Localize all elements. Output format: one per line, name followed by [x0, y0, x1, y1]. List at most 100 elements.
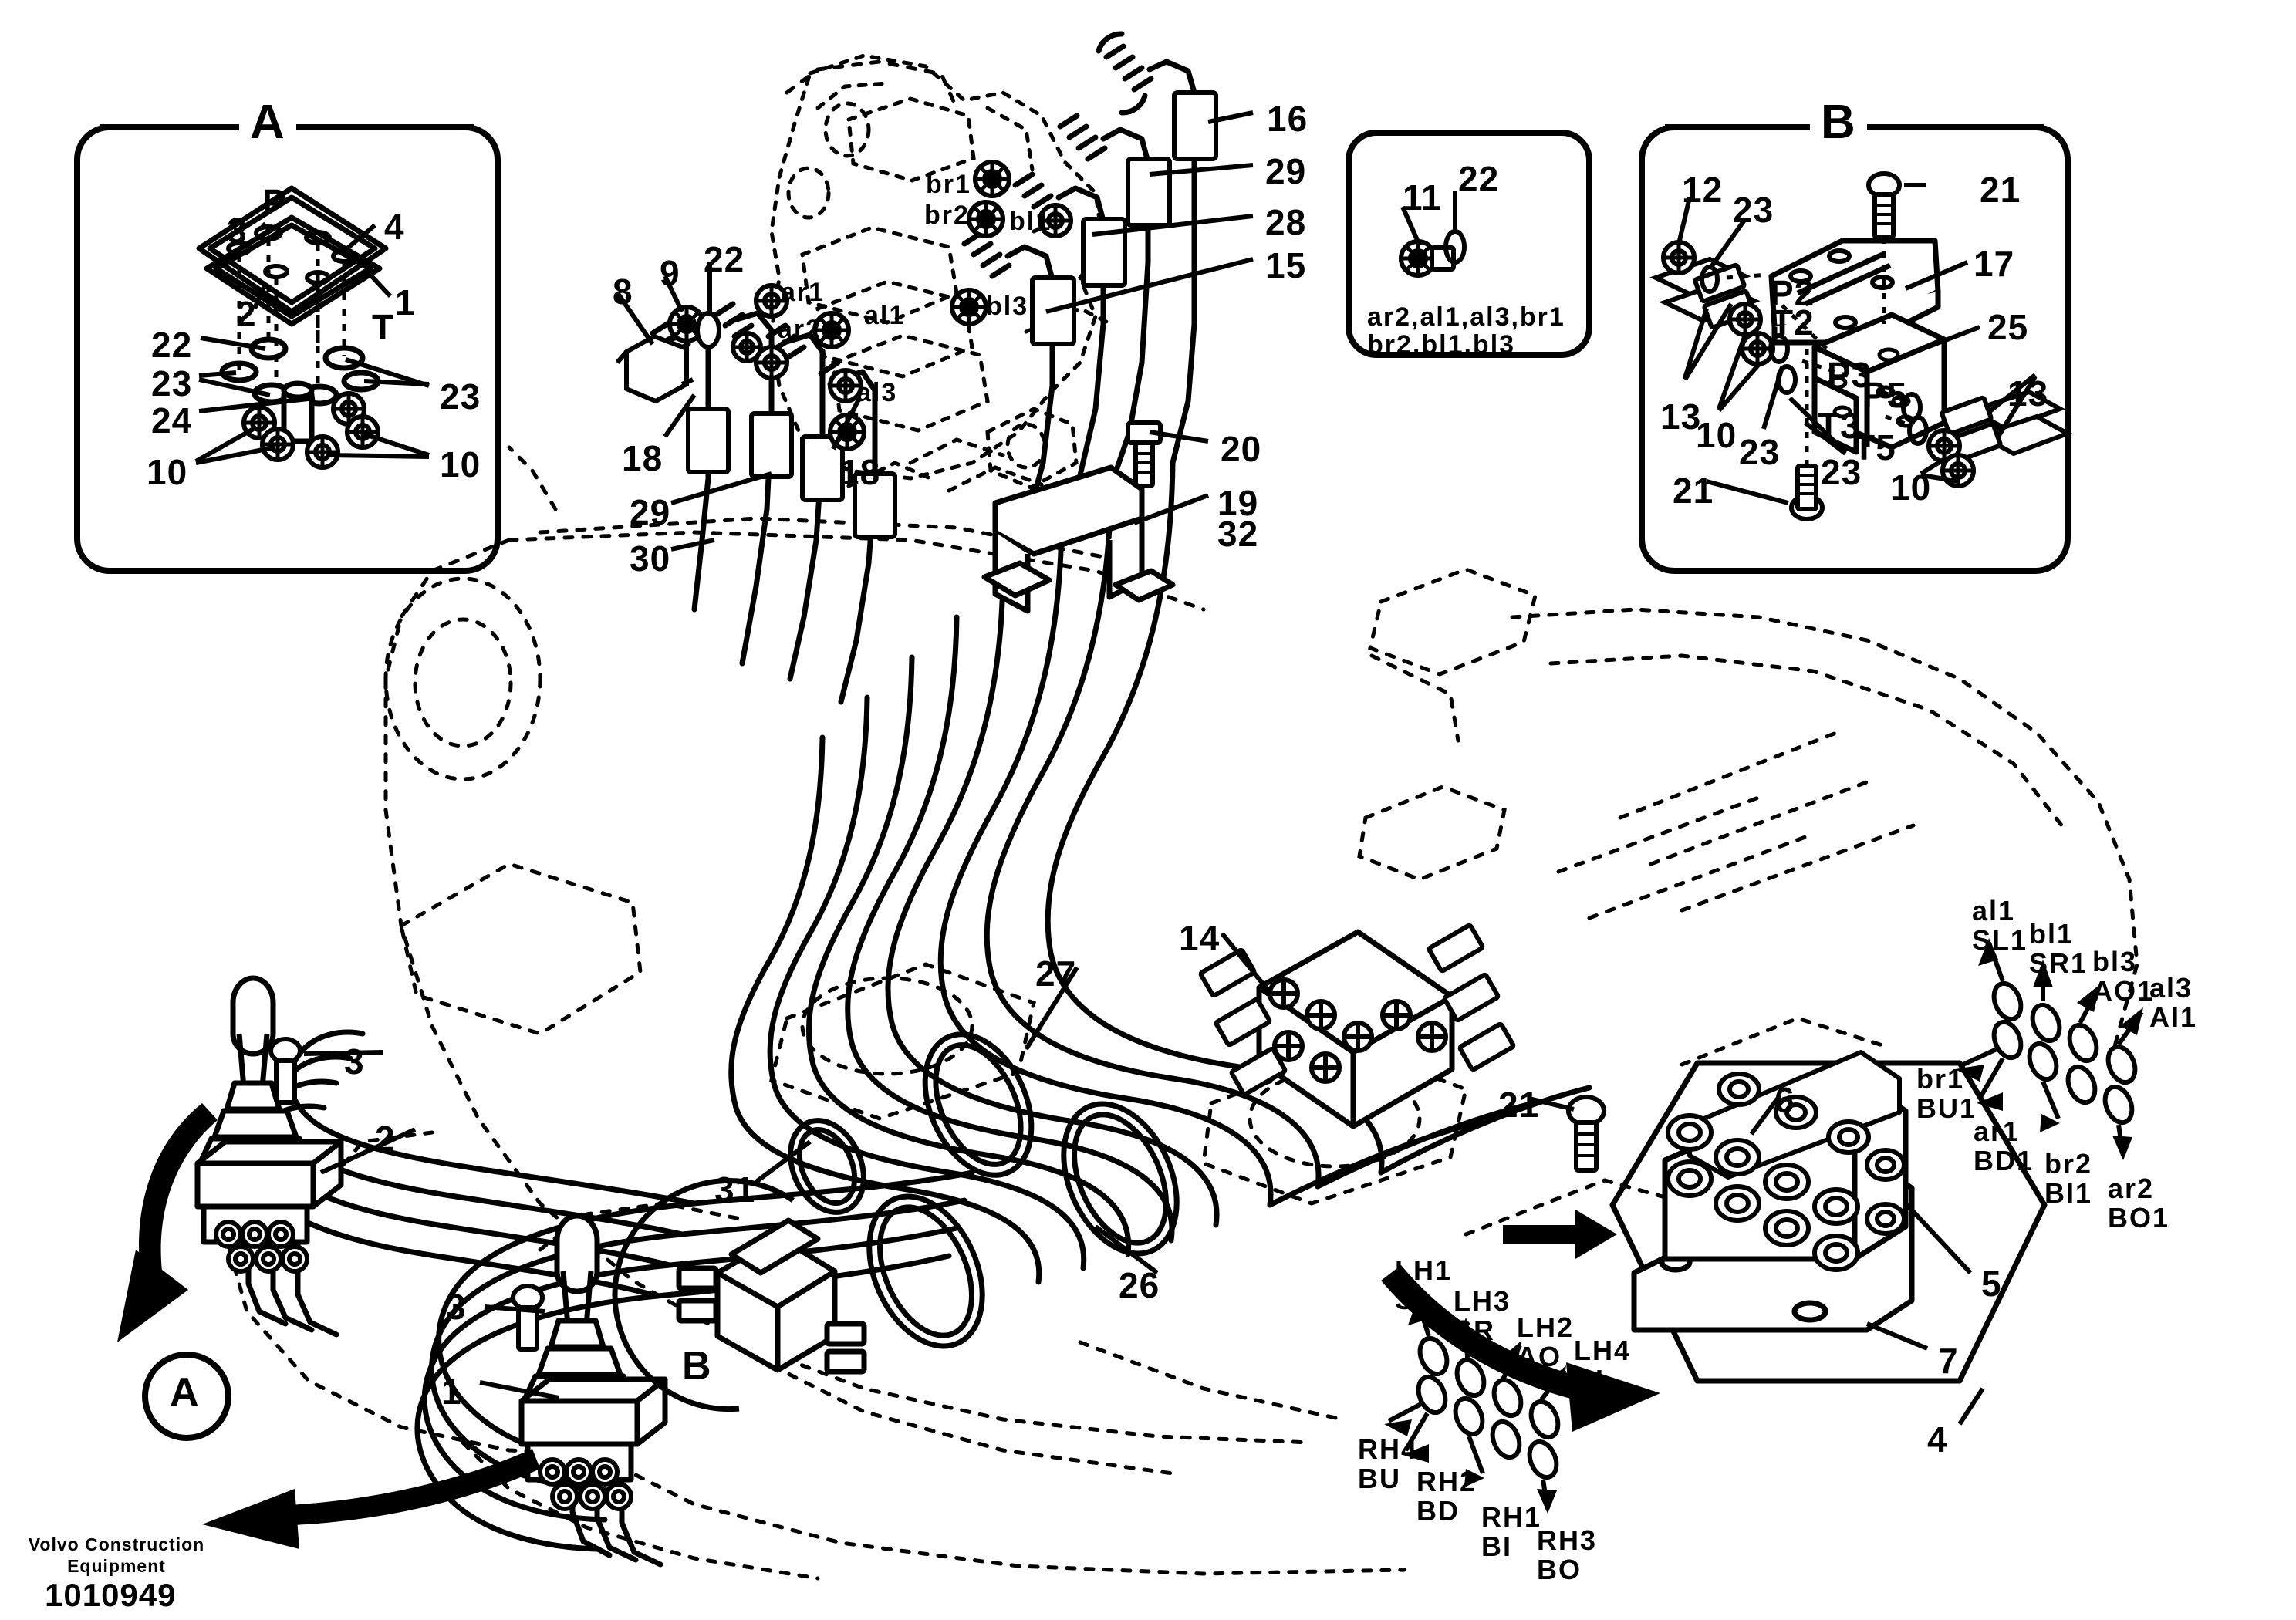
detail-b-callout-23-16: 23: [1821, 452, 1862, 492]
port-code-AI: AI: [1574, 1364, 1605, 1396]
valve-port-br1: br1: [926, 170, 971, 199]
detail-b-callout-13-11: 13: [1660, 397, 1702, 437]
port-code-BD: BD: [1416, 1495, 1460, 1527]
bolt-21-main: [1566, 1095, 1606, 1173]
port-code-AO1: AO1: [2092, 975, 2155, 1007]
detail-a-callout-24-9: 24: [151, 400, 193, 440]
callout-3-25: 3: [446, 1287, 467, 1327]
port-code-BI: BI: [1481, 1531, 1512, 1562]
brand-line-1: Volvo Construction: [28, 1534, 205, 1554]
clamp-ring-26a: [1061, 1101, 1180, 1257]
port-label-RH4: RH4: [1358, 1433, 1419, 1465]
port-label-bl1: bl1: [2029, 918, 2075, 950]
detail-b-callout-P3-7: P3: [1827, 355, 1872, 395]
brand-line-2: Equipment: [67, 1556, 166, 1576]
detail-b-callout-21-17: 21: [1673, 471, 1714, 511]
callout-18-8: 18: [839, 452, 881, 492]
port-label-bl3: bl3: [2092, 946, 2138, 977]
port-code-BD1: BD1: [1974, 1145, 2034, 1176]
port-code-AO: AO: [1517, 1341, 1562, 1372]
detail-title-a: A: [239, 97, 296, 147]
callout-32-13: 32: [1217, 514, 1259, 554]
port-code-SL1: SL1: [1972, 924, 2028, 956]
callout-14-15: 14: [1179, 918, 1221, 958]
callout-26-16: 26: [1119, 1265, 1160, 1305]
clamp-ring-31: [788, 1118, 866, 1215]
callout-31-17: 31: [714, 1169, 756, 1210]
callout-5-20: 5: [1981, 1264, 2002, 1304]
clamp-ring-26b: [866, 1193, 985, 1349]
port-label-ar1: ar1: [1974, 1115, 2021, 1147]
port-label-al3: al3: [2149, 972, 2193, 1004]
bolt-3-lower: [511, 1284, 545, 1352]
callout-29-1: 29: [1265, 151, 1307, 191]
detail-b-callout-P5-8: P5: [1862, 375, 1908, 415]
detail-b-callout-10-14: 10: [1890, 467, 1932, 508]
elbow-fitting-8: [615, 333, 694, 404]
callout-8-4: 8: [613, 272, 633, 312]
callout-1-26: 1: [441, 1372, 462, 1412]
callout-7-21: 7: [1938, 1341, 1959, 1381]
joystick-1-ports: [538, 1457, 633, 1511]
detail-a-callout-T-5: T: [372, 307, 395, 347]
detail-b-callout-13-12: 13: [2007, 373, 2049, 413]
port-label-RH3: RH3: [1537, 1524, 1598, 1556]
detail-b-callout-T2-6: T2: [1771, 302, 1815, 343]
detail-b-callout-P2-5: P2: [1770, 273, 1815, 313]
detail-a-callout-1-4: 1: [395, 282, 416, 322]
detail-c-callout-22-1: 22: [1458, 159, 1500, 199]
detail-title-b: B: [1810, 97, 1867, 147]
detail-a-callout-2-3: 2: [236, 294, 257, 334]
callout-2-24: 2: [375, 1119, 396, 1159]
detail-c-callout-11-0: 11: [1403, 177, 1442, 218]
detail-b-callout-23-15: 23: [1739, 432, 1781, 472]
detail-b-callout-T3-9: T3: [1818, 406, 1861, 446]
valve-port-al1: al1: [864, 301, 906, 330]
callout-15-3: 15: [1265, 245, 1307, 285]
detail-b-callout-12-0: 12: [1682, 170, 1724, 210]
callout-29-9: 29: [630, 492, 671, 532]
callout-27-14: 27: [1035, 953, 1077, 994]
port-label-RH1: RH1: [1481, 1501, 1542, 1533]
callout-9-5: 9: [660, 253, 680, 293]
port-label-LH1: LH1: [1395, 1254, 1453, 1286]
port-label-br2: br2: [2044, 1148, 2093, 1180]
detail-a-callout-P-1: P: [262, 182, 287, 222]
port-code-AI1: AI1: [2149, 1001, 2198, 1033]
valve-port-br2: br2: [924, 201, 970, 230]
detail-a-callout-22-6: 22: [151, 325, 193, 365]
port-code-BU: BU: [1358, 1463, 1401, 1494]
port-label-RH2: RH2: [1416, 1466, 1477, 1497]
port-code-BO1: BO1: [2108, 1202, 2170, 1234]
port-label-al1: al1: [1972, 895, 2016, 926]
detail-b-callout-21-2: 21: [1980, 170, 2021, 210]
valve-port-ar1: ar1: [781, 278, 826, 307]
callout-28-2: 28: [1265, 202, 1307, 242]
detail-b-callout-25-4: 25: [1987, 307, 2029, 347]
detail-b-circle: [612, 1178, 795, 1412]
port-nut: [667, 160, 1073, 451]
port-code-SR1: SR1: [2029, 947, 2088, 979]
detail-a-callout-4-2: 4: [384, 207, 405, 247]
detail-c-port-line-1: ar2,al1,al3,br1: [1367, 302, 1565, 332]
callout-22-6: 22: [704, 239, 745, 279]
detail-b-callout-T5-10: T5: [1853, 427, 1896, 467]
drawing-number: 1010949: [45, 1577, 177, 1613]
detail-a-callout-23-8: 23: [440, 376, 481, 417]
port-label-ar2: ar2: [2108, 1173, 2155, 1204]
callout-20-11: 20: [1221, 429, 1262, 469]
callout-19-12: 19: [1217, 483, 1259, 523]
callout-21-18: 21: [1498, 1085, 1540, 1125]
port-label-br1: br1: [1916, 1063, 1965, 1095]
